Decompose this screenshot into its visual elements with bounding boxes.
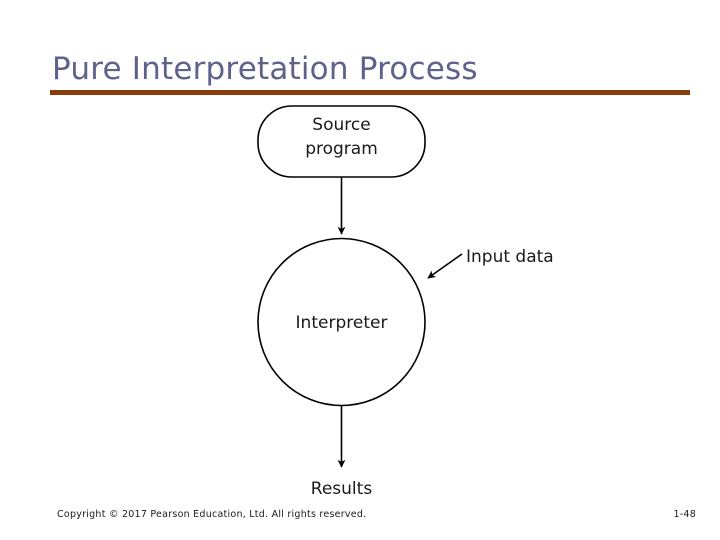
page-title: Pure Interpretation Process (52, 50, 478, 87)
source-program-label-line1: Source (312, 115, 370, 135)
arrow-input-to-interpreter (427, 253, 463, 279)
footer-copyright: Copyright © 2017 Pearson Education, Ltd.… (57, 509, 367, 520)
input-data-label: Input data (466, 247, 554, 267)
node-input-data: Input data (427, 247, 554, 279)
pure-interpretation-diagram: Source program Interpreter Input data Re… (0, 96, 720, 506)
node-interpreter: Interpreter (257, 237, 426, 407)
title-divider (50, 90, 690, 95)
footer-page-number: 1-48 (673, 509, 696, 520)
node-source-program: Source program (257, 105, 426, 178)
results-label: Results (311, 479, 373, 499)
source-program-label-line2: program (305, 139, 378, 159)
interpreter-label: Interpreter (296, 313, 388, 333)
